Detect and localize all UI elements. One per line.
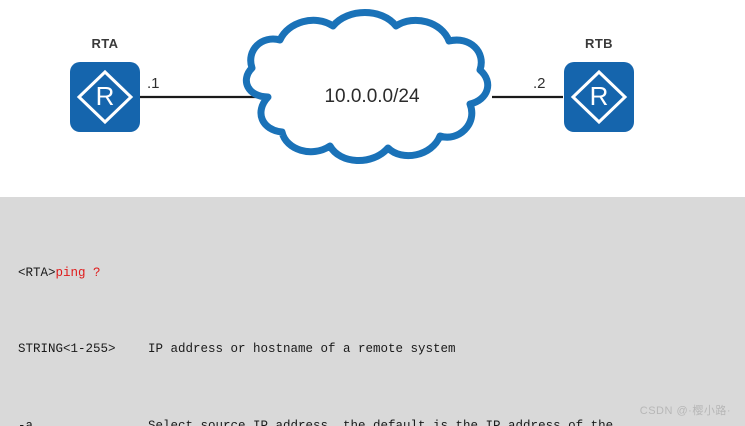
router-diamond-icon [76,69,134,125]
device-label-rta: RTA [92,36,119,51]
router-diamond-icon [570,69,628,125]
cloud-label: 10.0.0.0/24 [324,86,420,107]
help-option: STRING<1-255> [18,342,116,357]
device-label-rtb: RTB [585,36,613,51]
router-icon [70,62,140,132]
help-option: -a [18,417,148,426]
device-rtb[interactable]: R [564,62,634,132]
network-diagram: 10.0.0.0/24 R RTA .1 R RTB .2 [0,0,745,197]
interface-label-right: .2 [533,75,546,92]
help-row: -aSelect source IP address, the default … [18,417,745,426]
help-description: IP address or hostname of a remote syste… [148,342,456,357]
device-rta[interactable]: R [70,62,140,132]
network-topology-svg: 10.0.0.0/24 R RTA .1 R RTB .2 [70,9,634,164]
terminal-text[interactable]: <RTA>ping ? STRING<1-255> IP address or h… [18,206,745,426]
interface-label-left: .1 [147,75,160,92]
terminal-output-panel: <RTA>ping ? STRING<1-255> IP address or h… [0,197,745,426]
network-cloud-icon [243,9,492,164]
terminal-prompt: <RTA> [18,265,56,280]
router-glyph-rtb: R [590,81,609,111]
help-description: Select source IP address, the default is… [148,419,613,426]
csdn-watermark: CSDN @·樱小路· [639,405,731,417]
terminal-command-line: <RTA>ping ? [18,264,745,283]
router-glyph-rta: R [96,81,115,111]
terminal-command: ping ? [55,265,101,280]
help-row: STRING<1-255> IP address or hostname of a… [18,340,745,359]
router-icon [564,62,634,132]
